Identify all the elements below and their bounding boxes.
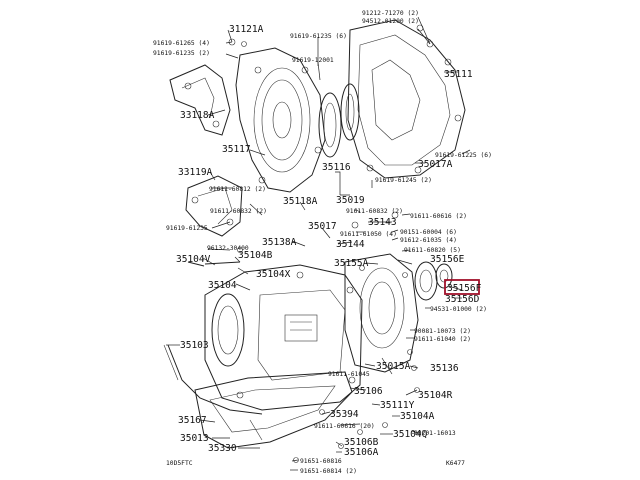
label-35104: 35104 bbox=[208, 280, 237, 291]
label-91619-61235-2: 91619-61235 (2) bbox=[153, 50, 210, 57]
label-35118a: 35118A bbox=[283, 196, 318, 207]
label-35015a: 35015A bbox=[376, 361, 411, 372]
label-35103: 35103 bbox=[180, 340, 209, 351]
label-35330: 35330 bbox=[208, 443, 237, 454]
corner-code-right: K6477 bbox=[446, 460, 465, 467]
shift-rod bbox=[187, 261, 241, 267]
label-91612-61035: 91612-61035 (4) bbox=[400, 237, 457, 244]
oil-pan bbox=[194, 371, 353, 449]
bellhousing-left bbox=[235, 47, 326, 193]
label-91611-60820: 91611-60820 (5) bbox=[404, 247, 461, 254]
label-91619-12001: 91619-12001 bbox=[292, 57, 334, 64]
label-35104b: 35104B bbox=[238, 250, 273, 261]
label-35013: 35013 bbox=[180, 433, 209, 444]
label-91619-61225: 91619-61225 (6) bbox=[435, 152, 492, 159]
label-35138a: 35138A bbox=[262, 237, 297, 248]
label-91651-60816: 91651-60816 bbox=[300, 458, 342, 465]
label-91651-60814: 91651-60814 (2) bbox=[300, 468, 357, 475]
label-91619-61235-b: 91619-61235 bbox=[166, 225, 208, 232]
label-35116: 35116 bbox=[322, 162, 351, 173]
bracket-lower bbox=[185, 175, 243, 237]
label-35104r: 35104R bbox=[418, 390, 453, 401]
label-90081-10073: 90081-10073 (2) bbox=[414, 328, 471, 335]
seal-rings bbox=[318, 83, 360, 158]
label-91611-60832-b: 91611-60832 (2) bbox=[346, 208, 403, 215]
label-91619-61265: 91619-61265 (4) bbox=[153, 40, 210, 47]
corner-code-left: 10D5FTC bbox=[166, 460, 193, 467]
label-35104q: 35104Q bbox=[393, 429, 428, 440]
label-35156f: 35156F bbox=[447, 283, 482, 294]
label-91619-61235-6: 91619-61235 (6) bbox=[290, 33, 347, 40]
highlight-box-35156f bbox=[444, 279, 480, 295]
callout-labels: 91212-71270 (2) 94512-01200 (2) 31121A 9… bbox=[153, 10, 492, 475]
label-31121a: 31121A bbox=[229, 24, 264, 35]
label-35156e: 35156E bbox=[430, 254, 465, 265]
label-91611-61040: 91611-61040 (2) bbox=[414, 336, 471, 343]
label-35111: 35111 bbox=[444, 69, 473, 80]
oil-seal-35156 bbox=[414, 261, 453, 301]
label-33119a: 33119A bbox=[178, 167, 213, 178]
label-91611-60812: 91611-60812 (2) bbox=[209, 186, 266, 193]
bellhousing-right bbox=[347, 19, 466, 179]
label-35117: 35117 bbox=[222, 144, 251, 155]
extension-housing bbox=[344, 253, 419, 373]
label-35019: 35019 bbox=[336, 195, 365, 206]
label-91212-71270: 91212-71270 (2) bbox=[362, 10, 419, 17]
dipstick-tube bbox=[163, 344, 263, 415]
label-35111y: 35111Y bbox=[380, 400, 415, 411]
label-35144: 35144 bbox=[336, 239, 365, 250]
label-35017a: 35017A bbox=[418, 159, 453, 170]
bracket-upper bbox=[169, 64, 231, 136]
label-35104x: 35104X bbox=[256, 269, 291, 280]
label-91611-60616: 91611-60616 (2) bbox=[410, 213, 467, 220]
label-35167: 35167 bbox=[178, 415, 207, 426]
label-91611-60616-20: 91611-60616 (20) bbox=[314, 423, 375, 430]
label-35136: 35136 bbox=[430, 363, 459, 374]
label-91611-61045: 91611-61045 bbox=[328, 371, 370, 378]
label-90151-60004: 90151-60004 (6) bbox=[400, 229, 457, 236]
label-35394: 35394 bbox=[330, 409, 359, 420]
label-33118a: 33118A bbox=[180, 110, 215, 121]
label-35156d: 35156D bbox=[445, 294, 480, 305]
label-91611-61050: 91611-61050 (4) bbox=[340, 231, 397, 238]
label-94531-01000: 94531-01000 (2) bbox=[430, 306, 487, 313]
label-35106a: 35106A bbox=[344, 447, 379, 458]
label-35106b: 35106B bbox=[344, 437, 379, 448]
label-91619-61245: 91619-61245 (2) bbox=[375, 177, 432, 184]
label-35104v: 35104V bbox=[176, 254, 211, 265]
label-35106: 35106 bbox=[354, 386, 383, 397]
label-91611-60832: 91611-60832 (2) bbox=[210, 208, 267, 215]
leader-lines bbox=[166, 16, 471, 471]
label-35143: 35143 bbox=[368, 217, 397, 228]
label-94512-01200: 94512-01200 (2) bbox=[362, 18, 419, 25]
label-96132-30400: 96132-30400 bbox=[207, 245, 249, 252]
label-35104a: 35104A bbox=[400, 411, 435, 422]
label-90201-16013: 90201-16013 bbox=[414, 430, 456, 437]
label-35017: 35017 bbox=[308, 221, 337, 232]
small-fasteners bbox=[228, 38, 434, 463]
label-35155a: 35155A bbox=[334, 258, 369, 269]
